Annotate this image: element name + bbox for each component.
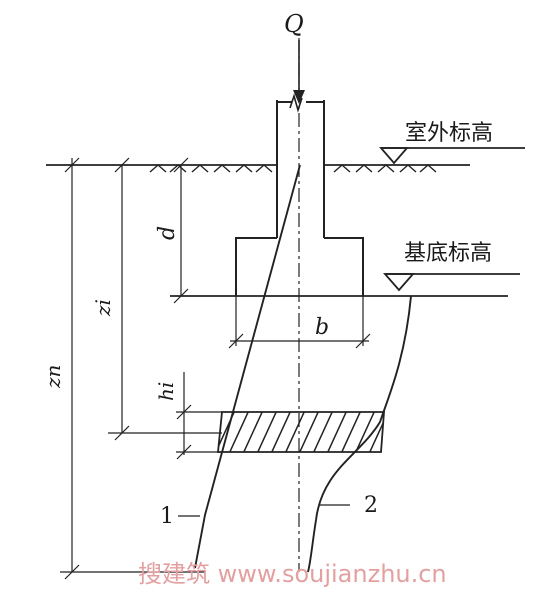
curve-1-self-weight-stress xyxy=(194,164,301,569)
ground-surface xyxy=(46,164,470,173)
curve-2-additional-stress xyxy=(307,295,412,573)
load-label: Q xyxy=(284,10,304,38)
depth-zn-dimension xyxy=(60,157,205,580)
width-b-label: b xyxy=(315,315,329,340)
depth-zi-label: zi xyxy=(91,299,115,317)
base-elevation-label: 基底标高 xyxy=(404,241,492,266)
foundation-footing xyxy=(235,237,364,296)
outdoor-elevation-label: 室外标高 xyxy=(405,121,493,146)
curve-2-label: 2 xyxy=(364,493,378,518)
depth-d-dimension xyxy=(173,157,189,304)
outdoor-elevation-marker xyxy=(379,147,525,165)
base-elevation-marker xyxy=(383,273,520,292)
watermark: 搜建筑 www.soujianzhu.cn xyxy=(138,560,447,588)
depth-zi-dimension xyxy=(108,157,222,441)
curve-1-label: 1 xyxy=(160,504,174,529)
load-arrow xyxy=(293,40,305,104)
depth-zn-label: zn xyxy=(41,365,65,389)
layer-thickness-label: hi xyxy=(154,382,178,401)
soil-layer-strip xyxy=(217,411,385,453)
depth-d-label: d xyxy=(155,226,180,240)
layer-thickness-dimension xyxy=(176,372,222,460)
foundation-column xyxy=(276,93,325,238)
